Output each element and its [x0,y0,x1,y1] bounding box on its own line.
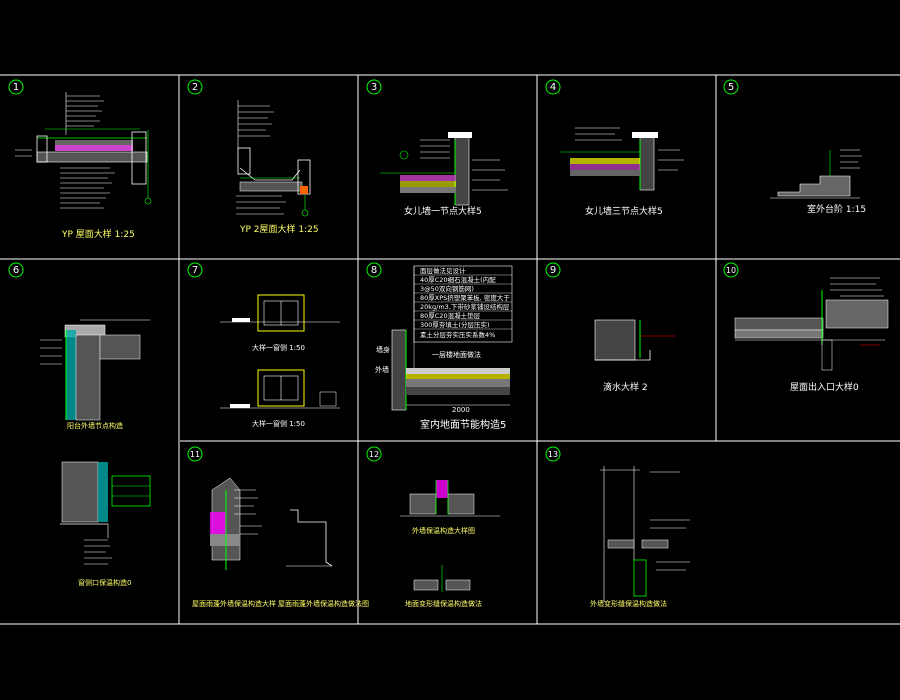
detail-5-steps: 室外台阶 1:15 [770,149,866,215]
detail-10-caption: 屋面出入口大样0 [790,381,859,393]
detail-3-caption: 女儿墙一节点大样5 [404,205,482,217]
detail-7-caption-2: 大样一窗侧 1:50 [252,419,305,428]
detail-11-caption: 屋面雨蓬外墙保温构造大样 [192,599,276,608]
cell-numbers: 1 2 3 4 5 6 7 8 9 10 11 12 13 [13,82,736,459]
detail-12-joint: 外墙保温构造大样图 地面变形缝保温构造做法 [400,480,500,608]
cell-number-12: 12 [369,450,379,459]
detail-4-caption: 女儿墙三节点大样5 [585,205,663,217]
detail-3-parapet: 女儿墙一节点大样5 [380,132,508,217]
detail-8-caption: 室内地面节能构造5 [420,418,506,431]
floor-label-left: 墙身 [376,345,390,354]
cell-number-1: 1 [13,82,19,93]
detail-6-caption-2: 窗侧口保温构造0 [78,578,131,587]
detail-9-note: · [654,328,656,335]
cell-number-13: 13 [548,450,558,459]
detail-6-wall: 阳台外墙节点构造 窗侧口保温构造0 [40,319,151,587]
floor-layer-3: 3@50双向钢筋网) [420,284,474,293]
detail-1-roof: YP 屋面大样 1:25 [15,92,152,240]
cell-number-3: 3 [371,82,377,93]
floor-label-wall: 外墙 [375,365,389,374]
detail-13-joint: 外墙变形缝保温构造做法 [590,466,690,608]
cell-number-8: 8 [371,265,377,276]
floor-layer-7: 300厚夯填土(分层压实) [420,320,489,329]
detail-12-caption: 外墙保温构造大样图 [412,526,475,535]
detail-1-caption: YP 屋面大样 1:25 [61,228,135,240]
floor-layer-2: 40厚C20细石混凝土(内配 [420,275,496,284]
detail-2-caption: YP 2屋面大样 1:25 [239,223,319,235]
detail-6-caption: 阳台外墙节点构造 [67,421,123,430]
sheet-grid [0,74,900,625]
cell-number-7: 7 [192,265,198,276]
cell-number-5: 5 [728,82,734,93]
detail-13-caption: 外墙变形缝保温构造做法 [590,599,667,608]
detail-7-caption: 大样一窗侧 1:50 [252,343,305,352]
detail-10-entrance: 屋面出入口大样0 [734,277,889,393]
cell-number-2: 2 [192,82,198,93]
floor-dimension: 2000 [452,406,470,414]
detail-5-caption: 室外台阶 1:15 [807,203,866,215]
floor-layer-5: 20kg/m3,下带砂浆铺设结构层 [420,302,510,311]
cell-number-11: 11 [190,450,200,459]
detail-11-canopy: 屋面雨蓬外墙保温构造大样 屋面雨蓬外墙保温构造做法图 [192,477,369,608]
detail-4-parapet: 女儿墙三节点大样5 [560,127,684,217]
cell-number-4: 4 [550,82,556,93]
detail-2-roof: YP 2屋面大样 1:25 [236,100,319,235]
floor-layer-4: 80厚XPS挤塑聚苯板, 密度大于 [420,293,510,302]
floor-layer-8: 素土分层夯实压实系数4% [420,330,495,339]
floor-label-slab: 一层楼地面做法 [432,350,481,359]
detail-8-floor: 面层做法见设计 40厚C20细石混凝土(内配 3@50双向钢筋网) 80厚XPS… [375,265,513,431]
detail-9-caption: 滴水大样 2 [603,381,648,393]
detail-7-windows: 大样一窗侧 1:50 大样一窗侧 1:50 [220,294,340,428]
floor-layer-6: 80厚C20混凝土垫层 [420,311,481,320]
cell-number-6: 6 [13,265,19,276]
detail-12-caption-2: 地面变形缝保温构造做法 [405,599,482,608]
cell-number-circles [8,79,739,462]
cell-number-9: 9 [550,265,556,276]
detail-9-drip: · 滴水大样 2 [594,319,675,393]
floor-layer-1: 面层做法见设计 [420,266,466,275]
detail-11-caption-2: 屋面雨蓬外墙保温构造做法图 [278,599,369,608]
cell-number-10: 10 [726,266,736,275]
